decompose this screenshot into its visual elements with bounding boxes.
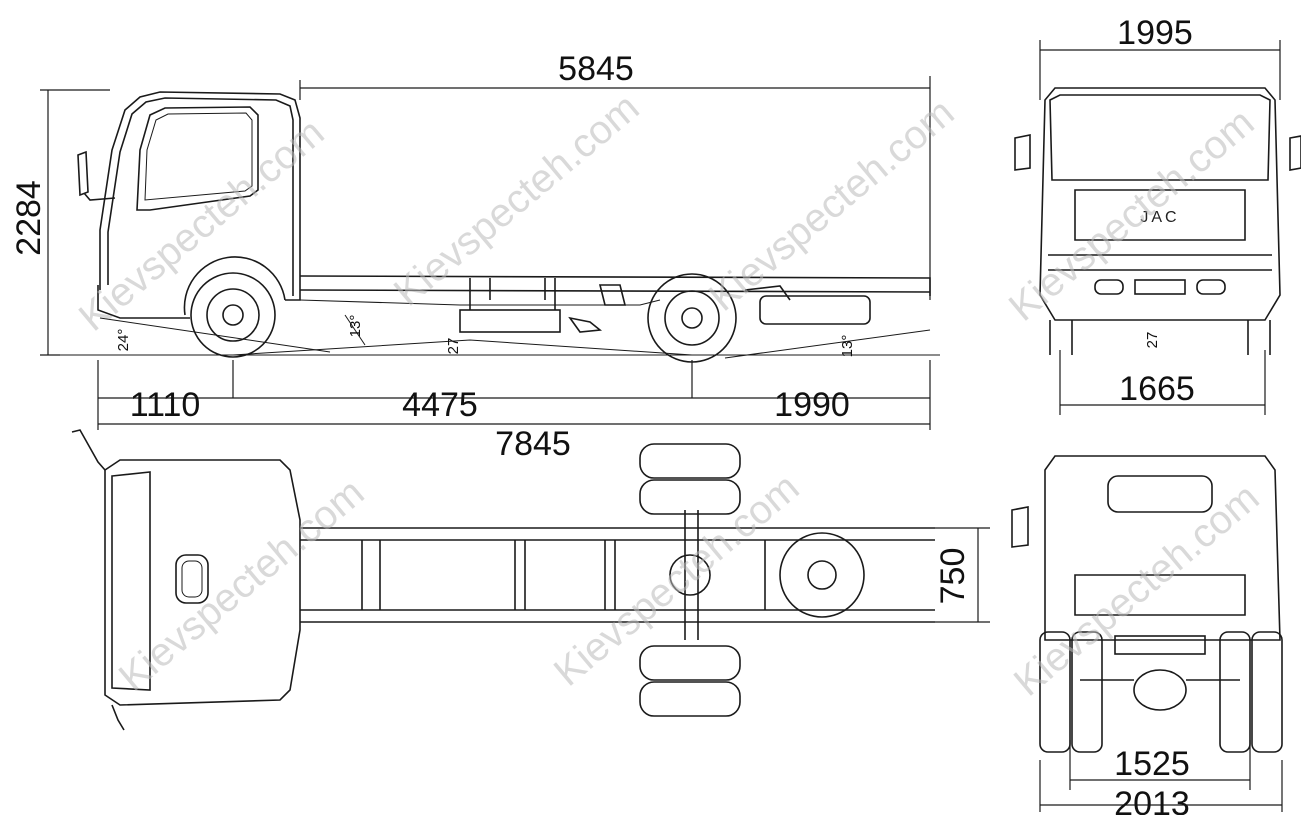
dim-wheelbase: 4475 [402,386,478,424]
dim-rear-track: 1525 [1114,745,1190,783]
clearance-side: 27 [445,338,462,355]
angle-approach: 24° [115,329,132,352]
rear-view [1011,455,1283,812]
dim-front-overhang: 1110 [130,386,201,424]
top-view [71,429,990,731]
dim-front-track: 1665 [1119,370,1195,408]
watermark: Kievspecteh.com [1001,100,1263,329]
grille-badge: JAC [1140,209,1179,226]
dim-rear-width: 2013 [1114,785,1190,815]
angle-departure: 13° [839,335,856,358]
dim-body-length: 5845 [558,50,634,88]
watermark: Kievspecteh.com [546,465,808,694]
dim-overall-length: 7845 [495,425,571,463]
watermark: Kievspecteh.com [701,90,963,319]
dim-overall-width: 1995 [1117,14,1193,52]
side-view [40,76,940,430]
angle-ramp: 13° [347,315,364,338]
dim-frame-width: 750 [934,548,972,605]
clearance-front: 27 [1144,332,1161,349]
dim-height: 2284 [10,180,48,256]
watermark: Kievspecteh.com [386,85,648,314]
front-view [1014,40,1301,415]
dim-rear-overhang: 1990 [774,386,850,424]
